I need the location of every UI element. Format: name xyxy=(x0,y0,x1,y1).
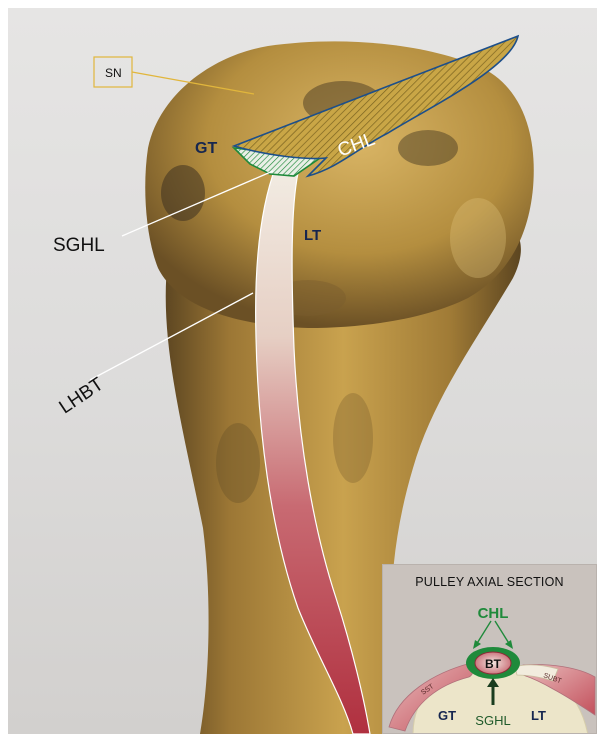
inset-label-gt: GT xyxy=(438,708,456,723)
pulley-axial-section-inset: PULLEY AXIAL SECTION xyxy=(382,564,597,734)
inset-label-lt: LT xyxy=(531,708,546,723)
pulley-diagram: CHL BT SST SUBT GT LT SGHL xyxy=(383,565,597,734)
inset-chl-arrowhead-left xyxy=(473,640,481,649)
label-lt: LT xyxy=(304,227,321,244)
bone-mottling xyxy=(333,393,373,483)
inset-label-chl: CHL xyxy=(478,605,509,622)
bone-mottling xyxy=(398,130,458,166)
inset-chl-arrow-right xyxy=(495,621,510,645)
label-gt: GT xyxy=(195,140,217,157)
label-sn: SN xyxy=(105,66,122,80)
inset-label-sghl: SGHL xyxy=(475,713,510,728)
bone-mottling xyxy=(450,198,506,278)
figure-frame: SN GT CHL LT SGHL LHBT PULLEY AXIAL SECT… xyxy=(8,8,597,734)
inset-chl-arrowhead-right xyxy=(505,640,513,649)
label-lhbt: LHBT xyxy=(56,374,108,419)
inset-label-bt: BT xyxy=(485,657,502,671)
bone-mottling xyxy=(216,423,260,503)
bone-mottling xyxy=(161,165,205,221)
inset-chl-arrow-left xyxy=(476,621,491,645)
label-sghl: SGHL xyxy=(53,235,105,256)
